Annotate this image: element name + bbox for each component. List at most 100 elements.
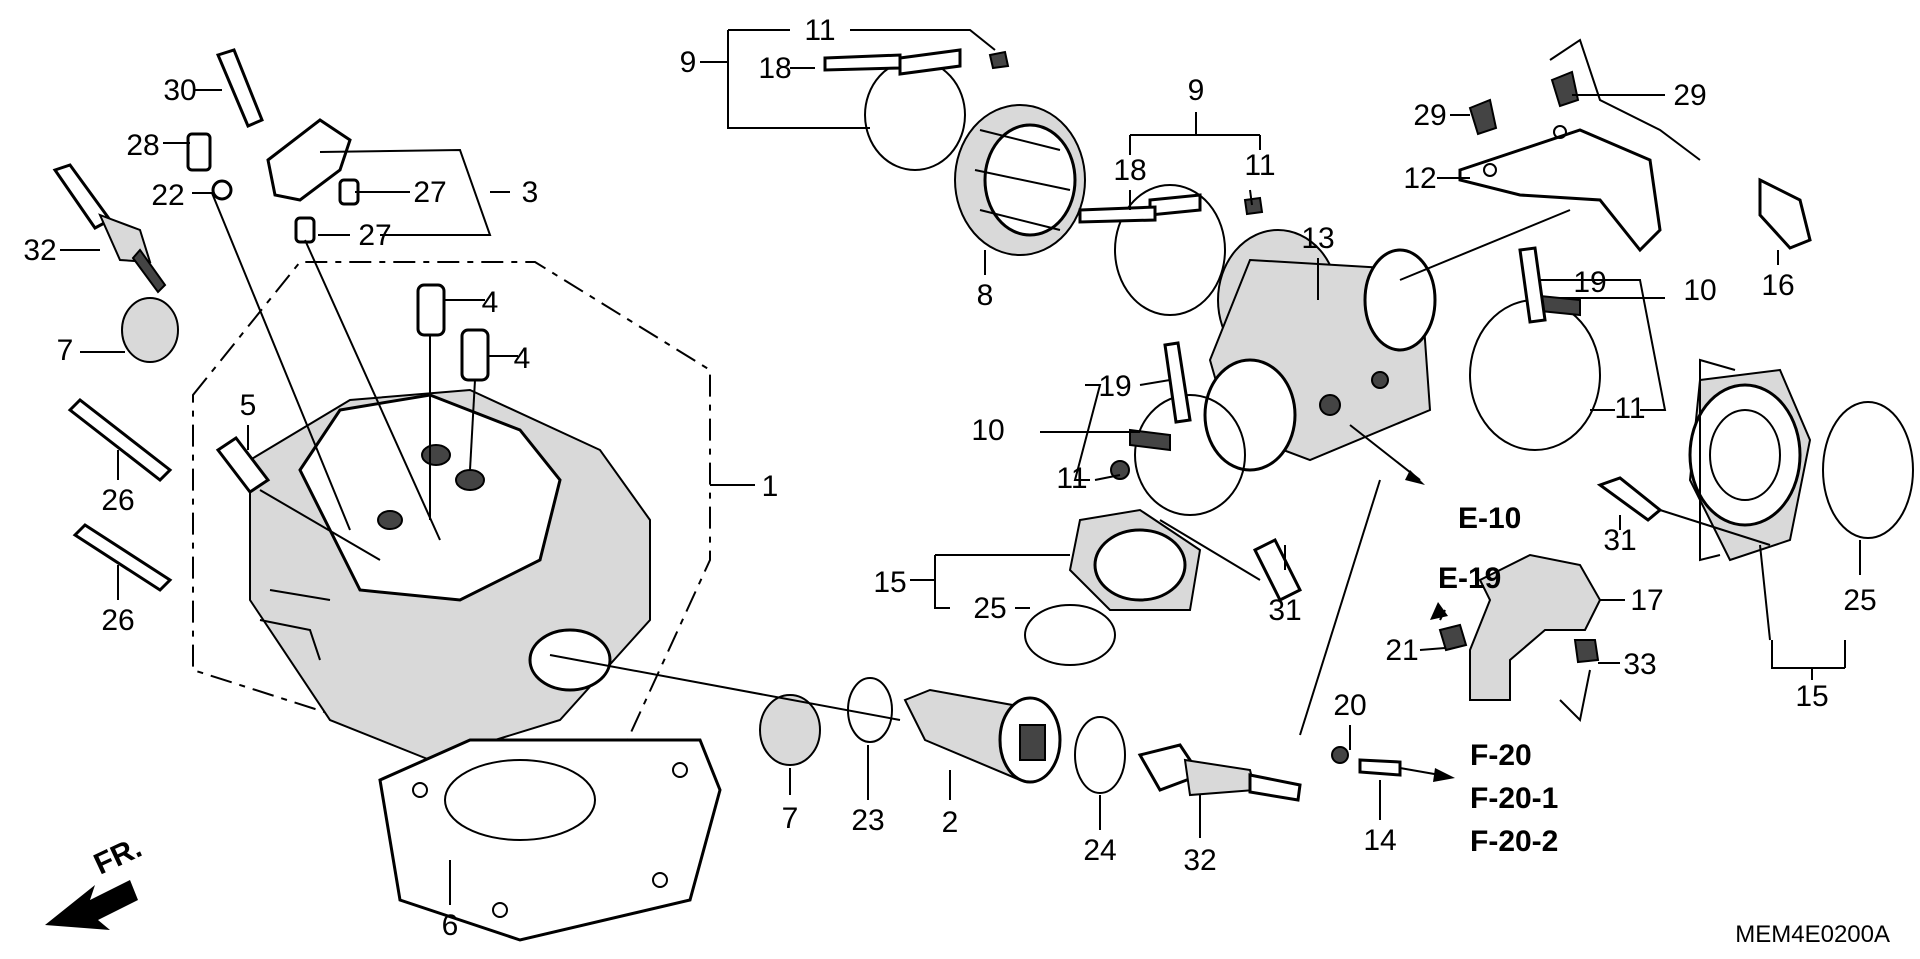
washer-20 <box>1331 746 1349 764</box>
callout-c11c: 11 <box>1614 392 1645 425</box>
front-label: FR. <box>89 831 147 881</box>
cylinder-head <box>249 388 651 762</box>
insulator-8 <box>954 104 1086 256</box>
callout-c15a: 15 <box>873 566 906 599</box>
callout-c9b: 9 <box>1188 74 1205 107</box>
bolt-18-lower <box>1078 205 1157 224</box>
oring-23 <box>847 677 893 743</box>
callout-c2: 2 <box>942 806 959 839</box>
callout-c29b: 29 <box>1673 79 1706 112</box>
callout-c18b: 18 <box>1113 154 1146 187</box>
callout-c19b: 19 <box>1098 370 1131 403</box>
callout-c10b: 10 <box>971 414 1004 447</box>
front-arrow: FR. <box>45 831 147 930</box>
callout-c7a: 7 <box>57 334 74 367</box>
callout-c26a: 26 <box>101 484 134 517</box>
callout-c29a: 29 <box>1413 99 1446 132</box>
stud-upper <box>67 398 173 482</box>
insulator-15-right <box>1688 368 1812 562</box>
callout-c22: 22 <box>151 179 184 212</box>
diagram-code: MEM4E0200A <box>1735 921 1890 948</box>
callout-c5: 5 <box>240 389 257 422</box>
insulator-15-left <box>1068 508 1202 611</box>
callout-c31a: 31 <box>1268 594 1301 627</box>
callout-c15b: 15 <box>1795 680 1828 713</box>
callout-c11a: 11 <box>804 14 835 47</box>
tube-2 <box>903 688 1062 784</box>
callout-c17: 17 <box>1630 584 1663 617</box>
dowel-4b <box>460 328 490 382</box>
reference-r4: F-20-1 <box>1470 782 1558 815</box>
spark-plug-lower <box>1137 743 1302 802</box>
spark-plug-left <box>52 163 167 294</box>
callout-c14: 14 <box>1363 824 1396 857</box>
callout-c4a: 4 <box>482 286 499 319</box>
callout-c21: 21 <box>1385 634 1418 667</box>
dowel-4a <box>416 283 446 337</box>
callout-c28: 28 <box>126 129 159 162</box>
clamp-left <box>1110 341 1246 516</box>
clip-33 <box>1573 639 1600 664</box>
callout-c9a: 9 <box>680 46 697 79</box>
holder-3 <box>266 118 352 202</box>
callout-c25b: 25 <box>1843 584 1876 617</box>
callout-c11b: 11 <box>1244 149 1275 182</box>
stud-lower <box>72 523 173 592</box>
bolt-18-upper <box>823 53 902 72</box>
oring-22 <box>211 179 233 201</box>
callout-c6: 6 <box>442 909 459 942</box>
callout-c10a: 10 <box>1683 274 1716 307</box>
callout-c30: 30 <box>163 74 196 107</box>
leader-lines <box>60 29 1861 905</box>
callout-c12: 12 <box>1403 162 1436 195</box>
callout-c13: 13 <box>1301 222 1334 255</box>
callout-c16: 16 <box>1761 269 1794 302</box>
callout-c27a: 27 <box>413 176 446 209</box>
bracket-12 <box>1458 125 1662 253</box>
oring-24 <box>1074 716 1126 794</box>
callout-c8: 8 <box>977 279 994 312</box>
callout-c4b: 4 <box>514 342 531 375</box>
callout-c25a: 25 <box>973 592 1006 625</box>
plug-seal-left <box>121 297 179 363</box>
callout-c32a: 32 <box>23 234 56 267</box>
cable-end-16 <box>1758 177 1812 250</box>
breather-hose <box>1469 553 1602 701</box>
callout-c32b: 32 <box>1183 844 1216 877</box>
dowel-5 <box>215 435 271 495</box>
callout-labels: 1234456778991010111111111213141515161718… <box>23 14 1876 942</box>
clip-21 <box>1438 623 1468 652</box>
dowel-28 <box>186 132 212 172</box>
callout-c23: 23 <box>851 804 884 837</box>
callout-c20: 20 <box>1333 689 1366 722</box>
throttle-body <box>1203 229 1437 472</box>
bolt-29-right <box>1550 70 1580 108</box>
callout-c18a: 18 <box>758 52 791 85</box>
reference-r1: E-10 <box>1458 502 1521 535</box>
bolt-29-left <box>1468 98 1498 136</box>
head-gasket <box>378 738 722 942</box>
callout-c31b: 31 <box>1603 524 1636 557</box>
bolt-31-right <box>1596 476 1663 522</box>
oring-25-right <box>1822 401 1914 539</box>
clamp-upper <box>864 48 1010 171</box>
callout-c33: 33 <box>1623 648 1656 681</box>
section-references: E-10E-19F-20F-20-1F-20-2 <box>1438 502 1558 858</box>
callout-c3: 3 <box>522 176 539 209</box>
callout-c24: 24 <box>1083 834 1116 867</box>
oring-25-left <box>1024 604 1116 666</box>
joint-14 <box>1358 758 1402 777</box>
callout-c27b: 27 <box>358 219 391 252</box>
reference-r5: F-20-2 <box>1470 825 1558 858</box>
reference-r2: E-19 <box>1438 562 1501 595</box>
callout-c26b: 26 <box>101 604 134 637</box>
clamp-middle <box>1114 184 1264 316</box>
dowel-27b <box>294 216 316 244</box>
callout-c11d: 11 <box>1056 462 1087 495</box>
callout-c7b: 7 <box>782 802 799 835</box>
callout-c19a: 19 <box>1573 266 1606 299</box>
reference-r3: F-20 <box>1470 739 1532 772</box>
bolt-31-left <box>1252 537 1303 603</box>
throttle-cable <box>1549 38 1701 161</box>
